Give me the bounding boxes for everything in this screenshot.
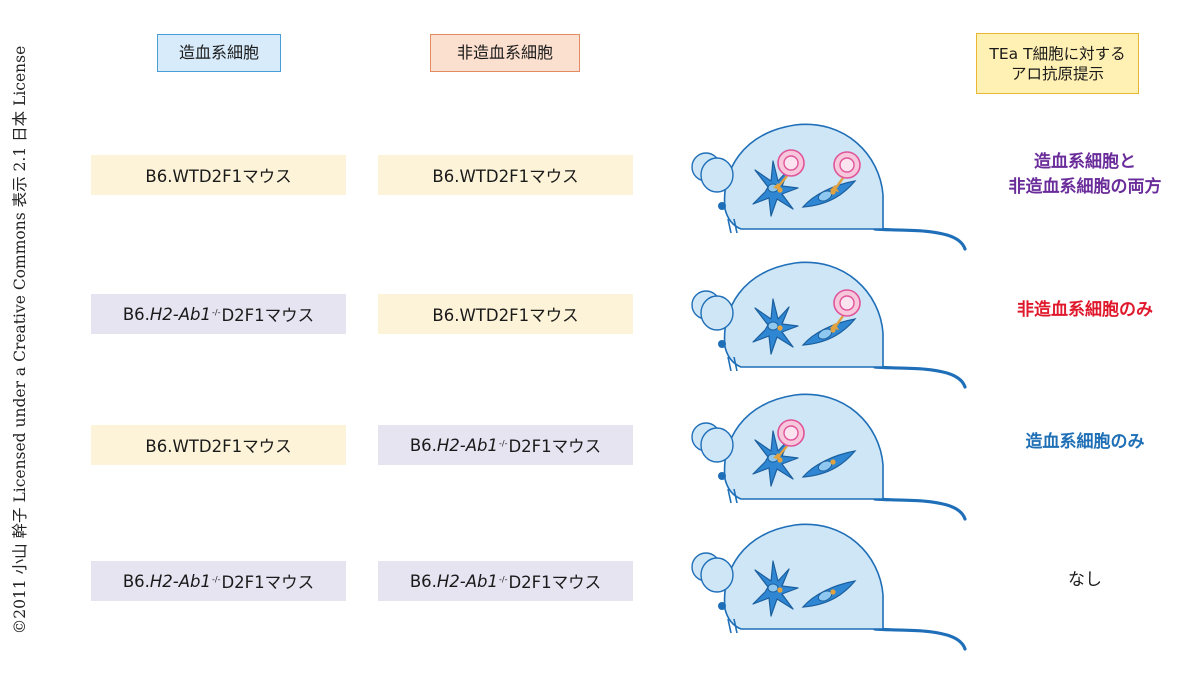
mouse-eye <box>718 202 726 210</box>
genotype-nonhematopoietic: B6.H2-Ab1-/-D2F1マウス <box>378 425 633 465</box>
mouse-ear-front <box>700 157 734 193</box>
mouse-ear-front <box>700 557 734 593</box>
genotype-hematopoietic: B6.H2-Ab1-/-D2F1マウス <box>91 561 346 601</box>
stromal-cell-icon <box>801 450 857 478</box>
header-presentation-line-2: アロ抗原提示 <box>1010 64 1104 83</box>
header-presentation-line-1: TEa T細胞に対する <box>989 44 1126 63</box>
mouse-tail <box>873 365 967 389</box>
tcell-hema-icon <box>773 149 805 190</box>
mouse-body <box>723 123 884 230</box>
mouse-eye <box>718 602 726 610</box>
genotype-prefix: B6. <box>409 435 437 455</box>
genotype-nonhematopoietic: B6.H2-Ab1-/-D2F1マウス <box>378 561 633 601</box>
genotype-superscript: -/- <box>212 307 221 317</box>
header-hematopoietic-label: 造血系細胞 <box>178 43 259 62</box>
genotype-hematopoietic: B6.H2-Ab1-/-D2F1マウス <box>91 294 346 334</box>
genotype-prefix: B6. <box>122 571 150 591</box>
genotype-suffix: D2F1マウス <box>221 573 315 592</box>
header-hematopoietic: 造血系細胞 <box>157 34 281 72</box>
mouse-whiskers <box>727 488 738 504</box>
genotype-nonhematopoietic: B6.WTD2F1マウス <box>378 155 633 195</box>
mouse-body <box>723 261 884 368</box>
mouse-ear-front <box>700 427 734 463</box>
mouse-whiskers <box>727 218 738 234</box>
copyright-notice: ©2011 小山 幹子 Licensed under a Creative Co… <box>11 45 29 635</box>
mouse-whiskers <box>727 618 738 634</box>
presentation-result: 造血系細胞と非造血系細胞の両方 <box>985 150 1185 200</box>
header-antigen-presentation: TEa T細胞に対する アロ抗原提示 <box>976 33 1139 94</box>
mouse-figure <box>685 115 975 255</box>
genotype-gene: H2-Ab1 <box>149 571 211 591</box>
mouse-eye <box>718 472 726 480</box>
mouse-tail <box>873 227 967 251</box>
mouse-figure <box>685 253 975 393</box>
stromal-cell-icon <box>801 318 857 346</box>
dendritic-cell-icon <box>752 298 799 355</box>
dendritic-cell-icon <box>752 560 799 617</box>
mouse-figure <box>685 515 975 655</box>
genotype-hematopoietic: B6.WTD2F1マウス <box>91 155 346 195</box>
tcell-hema-icon <box>773 419 805 460</box>
mouse-whiskers <box>727 356 738 372</box>
mouse-illustration <box>691 261 967 389</box>
mouse-tail <box>873 497 967 521</box>
mouse-tail <box>873 627 967 651</box>
stromal-cell-icon <box>801 580 857 608</box>
genotype-suffix: D2F1マウス <box>221 306 315 325</box>
presentation-result: 非造血系細胞のみ <box>985 298 1185 323</box>
tcell-nonhema-icon <box>830 151 861 192</box>
presentation-result: なし <box>985 568 1185 593</box>
genotype-superscript: -/- <box>499 438 508 448</box>
mouse-illustration <box>691 393 967 521</box>
presentation-result-line: なし <box>1068 570 1102 590</box>
presentation-result-line: 非造血系細胞のみ <box>1017 300 1153 320</box>
genotype-hematopoietic: B6.WTD2F1マウス <box>91 425 346 465</box>
mouse-ear-front <box>700 295 734 331</box>
presentation-result: 造血系細胞のみ <box>985 430 1185 455</box>
header-nonhematopoietic: 非造血系細胞 <box>430 34 580 72</box>
genotype-gene: H2-Ab1 <box>149 304 211 324</box>
genotype-prefix: B6. <box>122 304 150 324</box>
genotype-prefix: B6. <box>409 571 437 591</box>
stromal-cell-icon <box>801 180 857 208</box>
mouse-figure <box>685 385 975 525</box>
genotype-superscript: -/- <box>212 574 221 584</box>
presentation-result-line: 非造血系細胞の両方 <box>1008 177 1162 197</box>
genotype-nonhematopoietic: B6.WTD2F1マウス <box>378 294 633 334</box>
tcell-nonhema-icon <box>830 289 861 330</box>
genotype-gene: H2-Ab1 <box>436 435 498 455</box>
mouse-body <box>723 523 884 630</box>
presentation-result-line: 造血系細胞のみ <box>1025 432 1145 452</box>
header-nonhematopoietic-label: 非造血系細胞 <box>456 43 553 62</box>
mouse-illustration <box>691 123 967 251</box>
presentation-result-line: 造血系細胞と <box>1034 152 1136 172</box>
genotype-suffix: D2F1マウス <box>508 437 602 456</box>
mouse-illustration <box>691 523 967 651</box>
genotype-suffix: D2F1マウス <box>508 573 602 592</box>
genotype-gene: H2-Ab1 <box>436 571 498 591</box>
mouse-eye <box>718 340 726 348</box>
mouse-body <box>723 393 884 500</box>
genotype-superscript: -/- <box>499 574 508 584</box>
